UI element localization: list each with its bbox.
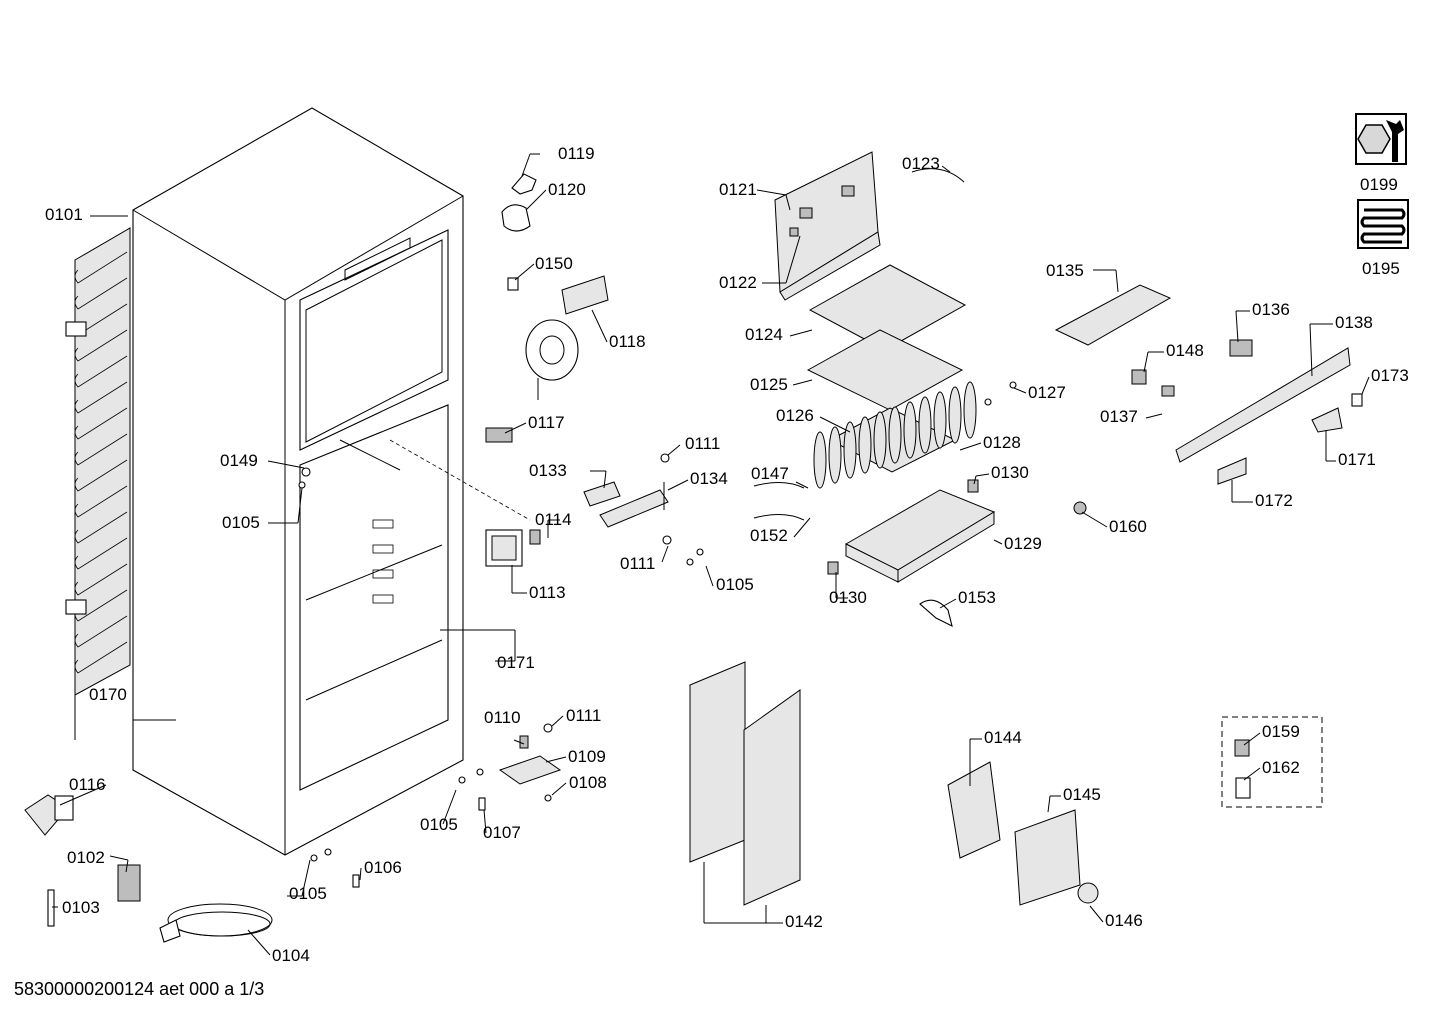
part-label-0148: 0148 <box>1166 341 1204 360</box>
part-label-0150: 0150 <box>535 254 573 273</box>
part-label-0105-d: 0105 <box>289 884 327 903</box>
part-label-0136: 0136 <box>1252 300 1290 319</box>
part-label-0138: 0138 <box>1335 313 1373 332</box>
part-label-0116: 0116 <box>69 775 106 794</box>
part-label-0111-a: 0111 <box>685 434 720 453</box>
part-label-0127: 0127 <box>1028 383 1066 402</box>
condenser-coil <box>65 227 131 740</box>
part-label-0130-b: 0130 <box>829 588 867 607</box>
part-label-0195: 0195 <box>1362 259 1400 278</box>
part-label-0101: 0101 <box>45 205 83 224</box>
part-label-0124: 0124 <box>745 325 783 344</box>
part-label-0144: 0144 <box>984 728 1022 747</box>
part-label-0145: 0145 <box>1063 785 1101 804</box>
part-label-0119: 0119 <box>558 144 595 163</box>
part-label-0152: 0152 <box>750 526 788 545</box>
part-label-0142: 0142 <box>785 912 823 931</box>
part-label-0111-c: 0111 <box>566 706 601 725</box>
part-label-0162: 0162 <box>1262 758 1300 777</box>
wrench-nut-icon <box>1355 113 1407 165</box>
part-label-0103: 0103 <box>62 898 100 917</box>
leader-lines <box>52 153 1370 956</box>
part-label-0117: 0117 <box>528 413 565 432</box>
part-label-0171-b: 0171 <box>1338 450 1376 469</box>
condenser-coil-icon <box>1357 199 1409 249</box>
part-label-0173: 0173 <box>1371 366 1409 385</box>
part-label-0199: 0199 <box>1360 175 1398 194</box>
part-label-0126: 0126 <box>776 406 814 425</box>
part-label-0147: 0147 <box>751 464 789 483</box>
part-label-0133: 0133 <box>529 461 567 480</box>
part-label-0129: 0129 <box>1004 534 1042 553</box>
part-label-0105-b: 0105 <box>716 575 754 594</box>
part-label-0121: 0121 <box>719 180 757 199</box>
part-label-0107: 0107 <box>483 823 521 842</box>
part-label-0128: 0128 <box>983 433 1021 452</box>
part-label-0170: 0170 <box>89 685 127 704</box>
part-label-0113: 0113 <box>529 583 566 602</box>
part-label-0137: 0137 <box>1100 407 1138 426</box>
part-label-0102: 0102 <box>67 848 105 867</box>
part-label-0118: 0118 <box>609 332 646 351</box>
small-parts <box>24 151 1363 943</box>
part-label-0130-a: 0130 <box>991 463 1029 482</box>
part-label-0134: 0134 <box>690 469 728 488</box>
part-label-0160: 0160 <box>1109 517 1147 536</box>
part-label-0120: 0120 <box>548 180 586 199</box>
part-label-0105-a: 0105 <box>222 513 260 532</box>
part-label-0111-b: 0111 <box>620 554 655 573</box>
part-label-0105-c: 0105 <box>420 815 458 834</box>
part-label-0159: 0159 <box>1262 722 1300 741</box>
part-label-0109: 0109 <box>568 747 606 766</box>
part-label-0108: 0108 <box>569 773 607 792</box>
part-label-0114: 0114 <box>535 510 572 529</box>
part-label-0123: 0123 <box>902 154 940 173</box>
part-labels: 0101 0119 0120 0150 0118 0117 0149 0105 … <box>45 144 1409 965</box>
part-label-0153: 0153 <box>958 588 996 607</box>
part-label-0110: 0110 <box>484 708 521 727</box>
part-label-0106: 0106 <box>364 858 402 877</box>
part-label-0149: 0149 <box>220 451 258 470</box>
part-label-0104: 0104 <box>272 946 310 965</box>
part-label-0146: 0146 <box>1105 911 1143 930</box>
document-id: 58300000200124 aet 000 a 1/3 <box>14 979 265 999</box>
fridge-cabinet <box>132 107 531 856</box>
part-label-0171-a: 0171 <box>497 653 535 672</box>
part-label-0122: 0122 <box>719 273 757 292</box>
part-label-0172: 0172 <box>1255 491 1293 510</box>
part-label-0125: 0125 <box>750 375 788 394</box>
part-label-0135: 0135 <box>1046 261 1084 280</box>
